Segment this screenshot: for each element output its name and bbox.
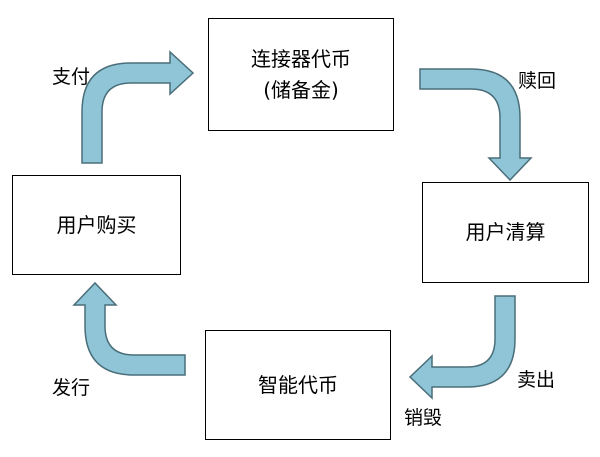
edge-label-issue: 发行 (52, 377, 91, 399)
arrow-pay (81, 50, 195, 164)
edge-label-sell: 卖出 (517, 369, 556, 391)
node-user-settlement: 用户清算 (422, 182, 589, 283)
arrow-sell (408, 295, 516, 400)
node-connector-token: 连接器代币 (储备金) (208, 18, 394, 131)
node-smart-token: 智能代币 (205, 330, 391, 440)
node-user-purchase-label: 用户购买 (56, 212, 137, 237)
arrow-redeem (419, 68, 533, 182)
node-connector-token-label: 连接器代币 (251, 46, 351, 71)
arrow-issue (72, 281, 186, 376)
edge-label-pay: 支付 (52, 66, 91, 88)
node-user-purchase: 用户购买 (12, 175, 181, 275)
edge-label-burn: 销毁 (404, 407, 443, 429)
edge-label-redeem: 赎回 (518, 70, 557, 92)
node-smart-token-label: 智能代币 (258, 372, 338, 397)
node-connector-token-sublabel: (储备金) (263, 77, 339, 102)
node-user-settlement-label: 用户清算 (465, 220, 546, 244)
